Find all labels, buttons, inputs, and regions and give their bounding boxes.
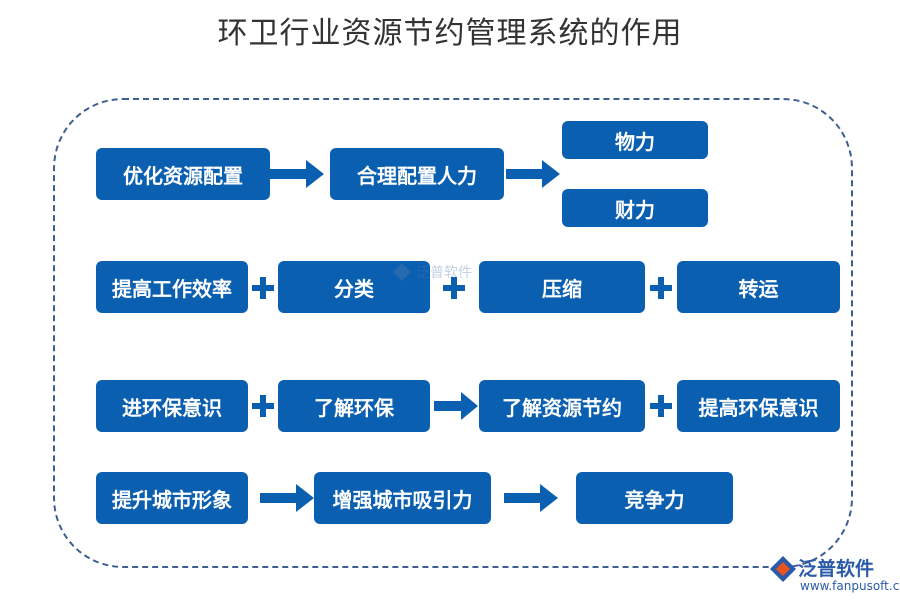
box-city-image: 提升城市形象 xyxy=(96,472,248,524)
arrow-right-icon xyxy=(270,160,324,188)
arrow-right-icon xyxy=(504,484,558,512)
diagram-title: 环卫行业资源节约管理系统的作用 xyxy=(217,16,683,51)
brand-url: www.fanpusoft.com xyxy=(800,579,900,593)
box-understand-environmental: 了解环保 xyxy=(278,380,430,432)
logo-icon xyxy=(770,556,796,582)
brand-logo: 泛普软件 www.fanpusoft.com xyxy=(768,554,900,596)
arrow-right-icon xyxy=(506,160,560,188)
watermark: 泛普软件 xyxy=(392,262,472,282)
logo-icon xyxy=(393,263,411,281)
box-improve-efficiency: 提高工作效率 xyxy=(96,261,248,313)
plus-icon xyxy=(650,395,672,417)
box-understand-resource-saving: 了解资源节约 xyxy=(479,380,645,432)
box-financial-resources: 财力 xyxy=(562,189,708,227)
brand-name: 泛普软件 xyxy=(798,558,875,580)
plus-icon xyxy=(252,395,274,417)
box-classification: 分类 xyxy=(278,261,430,313)
box-allocate-manpower: 合理配置人力 xyxy=(330,148,504,200)
box-environmental-awareness: 进环保意识 xyxy=(96,380,248,432)
box-optimize-allocation: 优化资源配置 xyxy=(96,148,270,200)
dashed-frame xyxy=(53,98,853,568)
box-compression: 压缩 xyxy=(479,261,645,313)
box-transfer: 转运 xyxy=(677,261,840,313)
arrow-right-icon xyxy=(260,484,314,512)
plus-icon xyxy=(443,277,465,299)
box-city-attraction: 增强城市吸引力 xyxy=(314,472,491,524)
plus-icon xyxy=(650,277,672,299)
box-raise-environmental-awareness: 提高环保意识 xyxy=(677,380,840,432)
watermark-text: 泛普软件 xyxy=(416,265,472,281)
box-material-resources: 物力 xyxy=(562,121,708,159)
arrow-right-icon xyxy=(434,392,478,420)
box-competitiveness: 竞争力 xyxy=(576,472,733,524)
plus-icon xyxy=(252,277,274,299)
